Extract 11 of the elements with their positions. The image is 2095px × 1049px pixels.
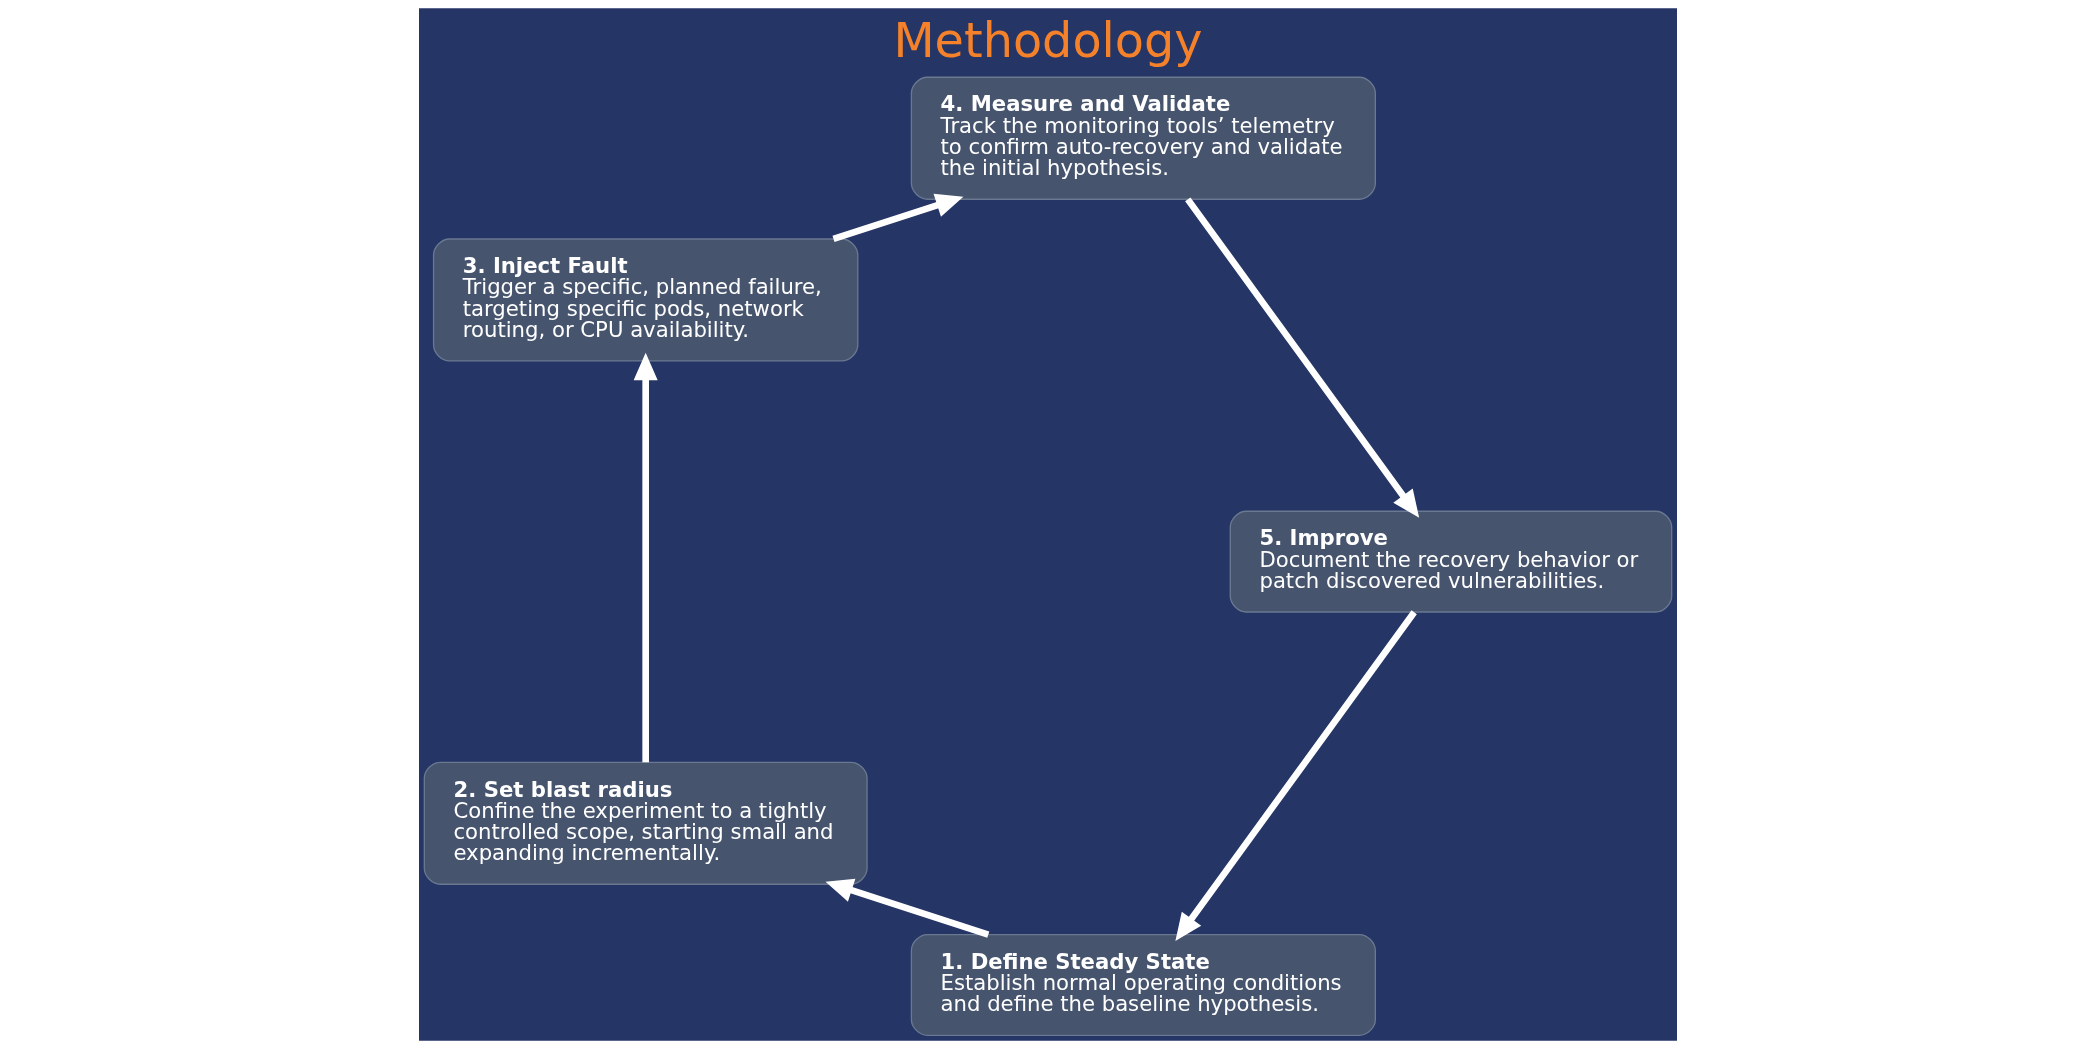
node-box: 1. Define Steady State Establish normal operating conditions and define the baseline hypothesis. bbox=[910, 933, 1376, 1037]
node-box: 5. Improve Document the recovery behavior or patch discovered vulnerabilities. bbox=[1229, 510, 1672, 613]
node-box: 2. Set blast radius Confine the experiment to a tightly controlled scope, starting small and expanding incrementally. bbox=[423, 761, 868, 885]
node-box: 3. Inject Fault Trigger a specific, planned failure, targeting specific pods, network routing, or CPU availability. bbox=[432, 238, 858, 362]
arrow bbox=[831, 193, 963, 243]
node-box: 4. Measure and Validate Track the monitoring tools’ telemetry to confirm auto-recovery and validate the initial hypothesis. bbox=[910, 76, 1376, 200]
arrow bbox=[1184, 197, 1419, 518]
diagram-title: Methodology bbox=[892, 13, 1203, 69]
arrow bbox=[633, 352, 658, 763]
arrow bbox=[1174, 610, 1417, 941]
arrow bbox=[825, 878, 989, 938]
